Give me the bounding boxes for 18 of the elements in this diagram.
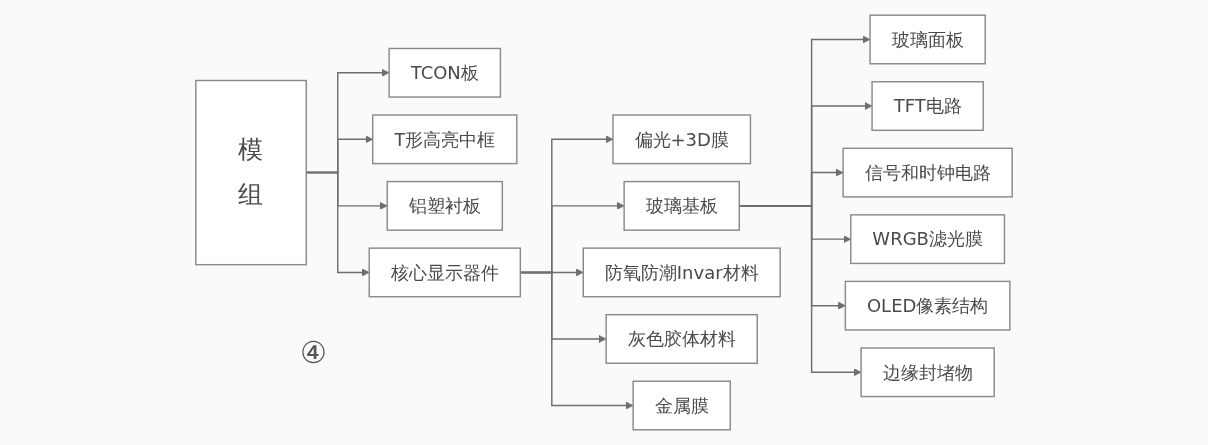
process-box: OLED像素结构 — [844, 280, 1011, 331]
process-box: 模组 — [195, 79, 307, 266]
arrow — [738, 205, 862, 377]
process-box: TFT电路 — [871, 81, 984, 132]
process-box: 信号和时钟电路 — [842, 147, 1013, 198]
process-box: 防氧防潮Invar材料 — [582, 247, 781, 298]
process-box: 边缘封堵物 — [860, 347, 995, 398]
process-box: WRGB滤光膜 — [850, 214, 1006, 265]
process-box: 偏光+3D膜 — [612, 114, 752, 165]
process-box: 玻璃基板 — [623, 180, 740, 231]
process-box: TCON板 — [388, 47, 502, 98]
process-box: 铝塑衬板 — [386, 180, 504, 231]
process-box: 核心显示器件 — [368, 247, 522, 298]
process-box: 玻璃面板 — [869, 14, 986, 65]
figure-number: ④ — [300, 335, 327, 370]
process-box: T形高亮中框 — [372, 114, 518, 165]
process-box: 灰色胶体材料 — [605, 313, 758, 364]
process-box: 金属膜 — [632, 380, 731, 431]
